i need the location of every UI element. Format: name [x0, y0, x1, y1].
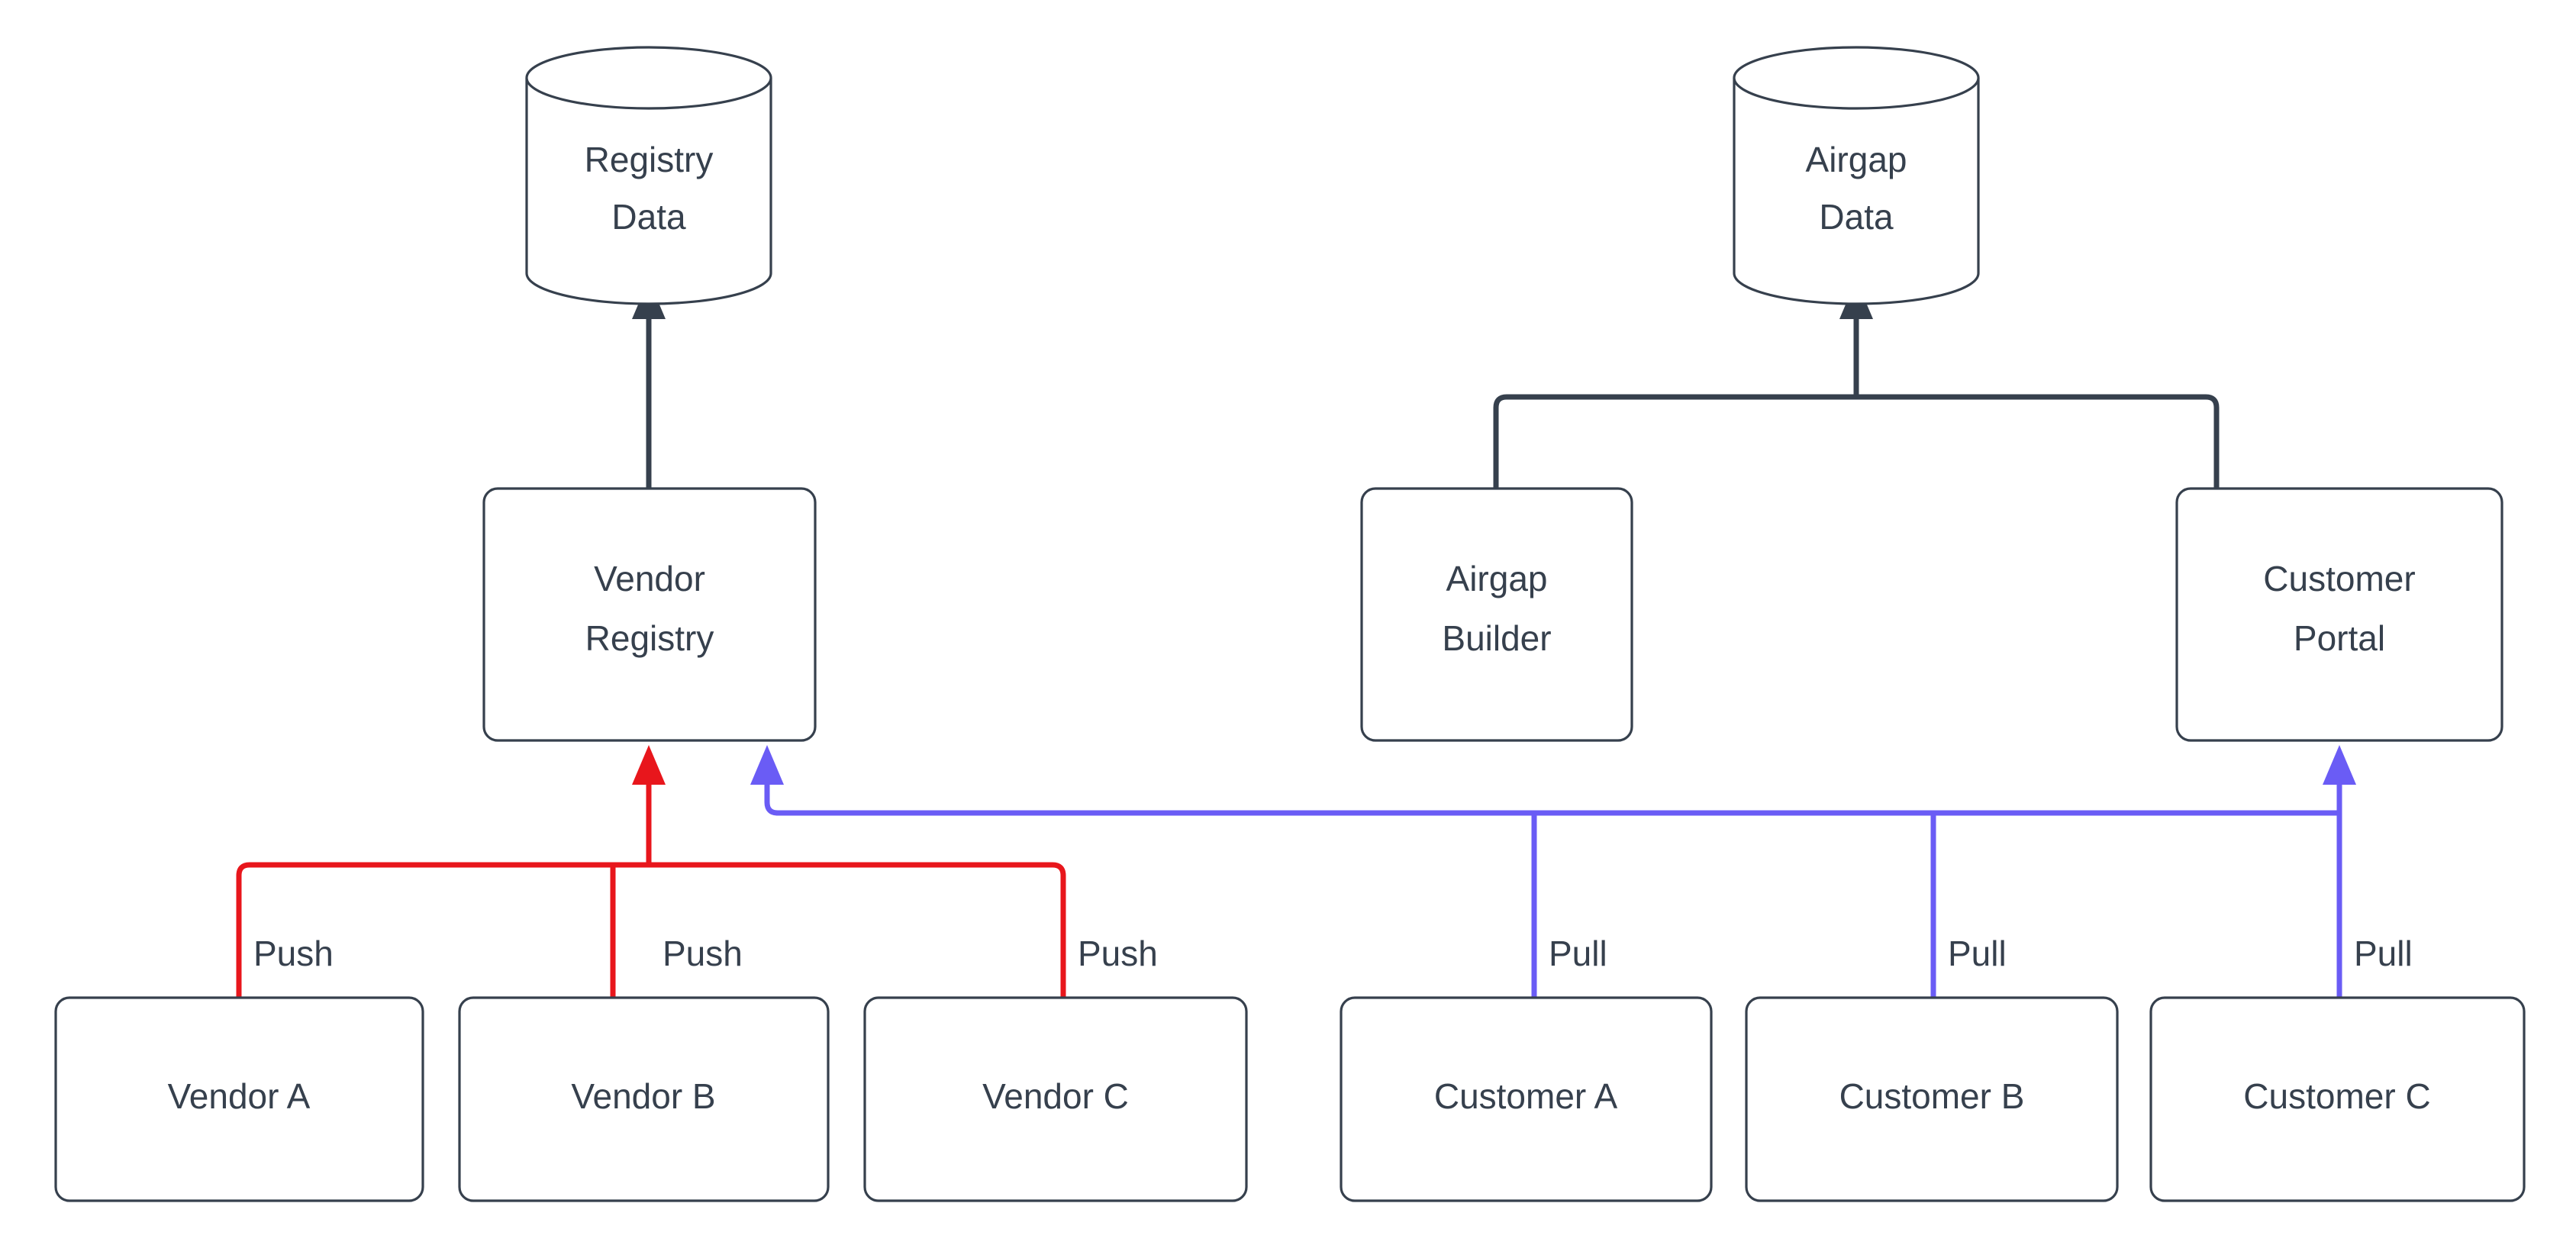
node-customer-c[interactable]: Customer C [2149, 996, 2526, 1202]
edge-label-customer-c-pull: Pull [2354, 934, 2413, 973]
box-outline [482, 487, 817, 742]
edge-label-customer-a-pull: Pull [1549, 934, 1607, 973]
customer-b-label: Customer B [1839, 1076, 2025, 1116]
registry-data-label-line1: Registry [585, 140, 714, 179]
edge-label-vendor-a-push: Push [253, 934, 334, 973]
node-vendor-c[interactable]: Vendor C [863, 996, 1248, 1202]
box-outline [458, 996, 830, 1202]
box-outline [2149, 996, 2526, 1202]
cylinder-body [525, 78, 772, 305]
link-vendor-registry-to-registry-data [632, 279, 666, 489]
vendor-c-label: Vendor C [982, 1076, 1129, 1116]
customer-portal-label-line1: Customer [2263, 559, 2415, 598]
edge-label-vendor-b-push: Push [663, 934, 743, 973]
node-customer-a[interactable]: Customer A [1340, 996, 1713, 1202]
box-outline [1340, 996, 1713, 1202]
link-pull-bus [750, 745, 2356, 998]
vendor-b-label: Vendor B [571, 1076, 715, 1116]
push-bus-outer [236, 862, 1066, 998]
edge-label-customer-b-pull: Pull [1948, 934, 2007, 973]
customer-a-label: Customer A [1434, 1076, 1618, 1116]
node-airgap-builder[interactable]: Airgap Builder [1360, 487, 1633, 742]
link-push-bus [236, 745, 1066, 998]
box-outline [54, 996, 424, 1202]
node-vendor-registry[interactable]: Vendor Registry [482, 487, 817, 742]
cylinder-top-ellipse [1733, 46, 1980, 110]
cylinder-top-ellipse [525, 46, 772, 110]
customer-c-label: Customer C [2243, 1076, 2430, 1116]
link-bracket [1493, 394, 2220, 489]
pull-bus-left-run [764, 771, 2339, 816]
airgap-builder-label-line1: Airgap [1446, 559, 1548, 598]
airgap-data-label-line2: Data [1819, 197, 1894, 237]
node-customer-b[interactable]: Customer B [1745, 996, 2119, 1202]
box-outline [1360, 487, 1633, 742]
airgap-builder-label-line2: Builder [1442, 618, 1551, 658]
airgap-data-label-line1: Airgap [1806, 140, 1907, 179]
node-vendor-a[interactable]: Vendor A [54, 996, 424, 1202]
node-vendor-b[interactable]: Vendor B [458, 996, 830, 1202]
node-customer-portal[interactable]: Customer Portal [2175, 487, 2503, 742]
edge-label-vendor-c-push: Push [1078, 934, 1158, 973]
node-airgap-data[interactable]: Airgap Data [1733, 46, 1980, 305]
vendor-registry-label-line1: Vendor [594, 559, 705, 598]
cylinder-body [1733, 78, 1980, 305]
node-registry-data[interactable]: Registry Data [525, 46, 772, 305]
box-outline [1745, 996, 2119, 1202]
customer-portal-label-line2: Portal [2294, 618, 2385, 658]
registry-data-label-line2: Data [611, 197, 686, 237]
arrowhead-up-icon [750, 745, 784, 785]
vendor-a-label: Vendor A [168, 1076, 311, 1116]
box-outline [2175, 487, 2503, 742]
arrowhead-up-icon [2323, 745, 2356, 785]
link-airgap-bracket-to-airgap-data [1493, 279, 2220, 489]
vendor-registry-label-line2: Registry [585, 618, 714, 658]
arrowhead-up-icon [632, 745, 666, 785]
box-outline [863, 996, 1248, 1202]
